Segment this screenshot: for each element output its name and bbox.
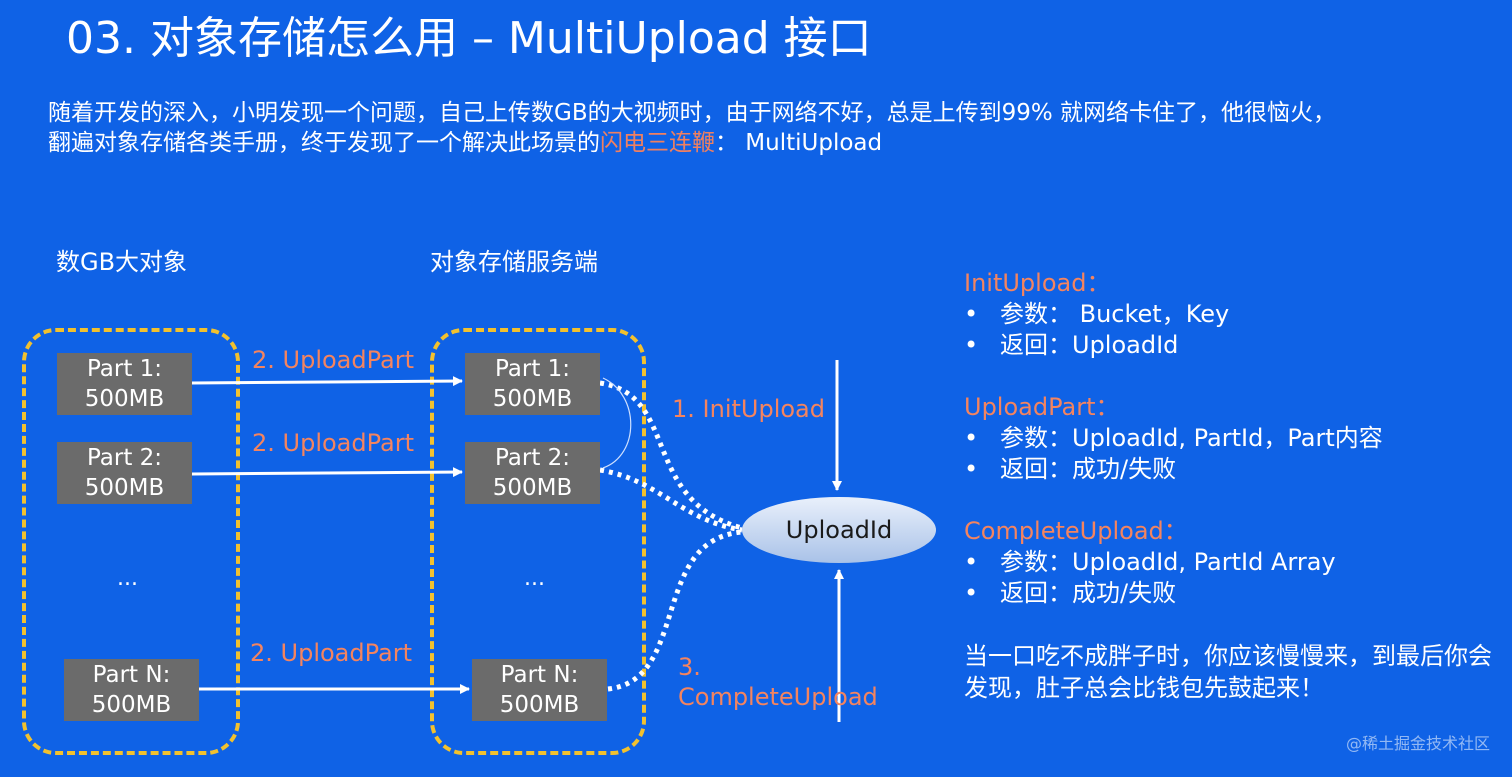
bullet-icon: • [964, 579, 979, 607]
closing-remark: 当一口吃不成胖子时，你应该慢慢来，到最后你会发现，肚子总会比钱包先鼓起来！ [964, 642, 1492, 702]
dotted-link-part-2 [599, 467, 743, 533]
dotted-link-part-1 [599, 380, 743, 531]
upload-part-label-1: 2. UploadPart [252, 346, 414, 374]
slide-title: 03. 对象存储怎么用 – MultiUpload 接口 [66, 13, 872, 64]
complete-upload-label-step: 3. [678, 653, 701, 681]
server-group-box [430, 328, 646, 755]
init-upload-params: • 参数： Bucket，Key [964, 299, 1509, 330]
complete-upload-params: • 参数：UploadId, PartId Array [964, 547, 1509, 578]
client-ellipsis: ... [117, 566, 138, 591]
complete-upload-params-text: 参数：UploadId, PartId Array [1000, 548, 1336, 576]
init-upload-return-text: 返回：UploadId [1000, 331, 1179, 359]
thin-curve-link [602, 377, 632, 469]
server-part-1: Part 1: 500MB [465, 353, 600, 415]
init-upload-params-text: 参数： Bucket，Key [1000, 300, 1230, 328]
source-watermark: @稀土掘金技术社区 [1345, 734, 1490, 753]
server-ellipsis: ... [524, 566, 545, 591]
server-group-label: 对象存储服务端 [430, 248, 598, 276]
client-part-2: Part 2: 500MB [57, 442, 192, 504]
upload-part-params-text: 参数：UploadId, PartId，Part内容 [1000, 424, 1383, 452]
complete-upload-return: • 返回：成功/失败 [964, 578, 1509, 609]
upload-id-node: UploadId [742, 497, 936, 563]
upload-part-title: UploadPart： [964, 393, 1120, 421]
complete-upload-label: CompleteUpload [678, 683, 878, 711]
client-part-1: Part 1: 500MB [57, 353, 192, 415]
upload-part-2-arrow [191, 467, 463, 478]
intro-paragraph: 随着开发的深入，小明发现一个问题，自己上传数GB的大视频时，由于网络不好，总是上… [48, 98, 1488, 158]
upload-part-section: UploadPart： •参数：UploadId, PartId，Part内容 … [964, 392, 1509, 485]
complete-upload-title: CompleteUpload： [964, 517, 1188, 545]
upload-part-1-arrow [191, 376, 463, 387]
bullet-icon: • [964, 300, 979, 328]
upload-part-label-n: 2. UploadPart [250, 639, 412, 667]
intro-line-2-end: ： MultiUpload [715, 130, 883, 156]
intro-highlight: 闪电三连鞭 [600, 130, 715, 156]
upload-part-label-2: 2. UploadPart [252, 429, 414, 457]
bullet-icon: • [964, 548, 979, 576]
client-group-label: 数GB大对象 [56, 248, 188, 276]
bullet-icon: • [964, 424, 979, 452]
dotted-link-part-n [607, 529, 743, 692]
upload-part-return: • 返回：成功/失败 [964, 454, 1509, 485]
intro-line-1: 随着开发的深入，小明发现一个问题，自己上传数GB的大视频时，由于网络不好，总是上… [48, 100, 1337, 126]
upload-part-return-text: 返回：成功/失败 [1000, 455, 1177, 483]
bullet-icon: • [964, 331, 979, 359]
complete-upload-section: CompleteUpload： • 参数：UploadId, PartId Arr… [964, 516, 1509, 609]
server-part-n: Part N: 500MB [472, 659, 607, 721]
client-part-n: Part N: 500MB [64, 659, 199, 721]
upload-part-params: • 参数：UploadId, PartId，Part内容 [964, 423, 1509, 454]
intro-line-2: 翻遍对象存储各类手册，终于发现了一个解决此场景的闪电三连鞭： MultiUplo… [48, 128, 1488, 158]
init-upload-label: 1. InitUpload [672, 395, 825, 423]
intro-line-2-start: 翻遍对象存储各类手册，终于发现了一个解决此场景的 [48, 130, 600, 156]
complete-upload-return-text: 返回：成功/失败 [1000, 579, 1177, 607]
init-upload-title: InitUpload： [964, 269, 1111, 297]
api-notes-panel: InitUpload： • 参数： Bucket，Key • 返回：UploadId… [964, 268, 1509, 704]
init-upload-return: • 返回：UploadId [964, 330, 1509, 361]
bullet-icon: • [964, 455, 979, 483]
init-upload-section: InitUpload： • 参数： Bucket，Key • 返回：UploadId [964, 268, 1509, 361]
client-group-box [22, 328, 240, 755]
server-part-2: Part 2: 500MB [465, 442, 600, 504]
